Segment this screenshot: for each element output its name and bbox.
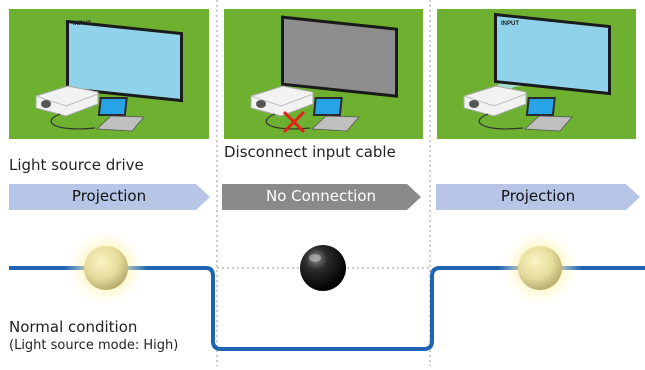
screen-input-text: INPUT	[501, 21, 519, 27]
arrow-band-3	[436, 184, 640, 210]
projector-lens	[256, 100, 266, 108]
light-source-drive-label: Light source drive	[9, 156, 144, 174]
disconnect-label: Disconnect input cable	[224, 143, 396, 161]
screen-input-text: INPUT	[73, 21, 91, 27]
arrow-band-1	[9, 184, 210, 210]
screen-lit	[497, 16, 608, 92]
normal-condition-label: Normal condition	[9, 318, 138, 336]
light-on-indicator-2	[498, 226, 582, 310]
arrow-text-1: Projection	[71, 187, 147, 205]
projector	[463, 85, 527, 117]
arrow-text-2: No Connection	[265, 187, 377, 205]
cable	[50, 113, 96, 130]
projector	[250, 85, 314, 117]
projector-lens	[469, 100, 479, 108]
laptop-base	[524, 115, 573, 132]
scene-2	[224, 9, 423, 139]
laptop-base	[96, 115, 145, 132]
projector-lens	[41, 100, 51, 108]
screen-lit	[69, 23, 180, 99]
cable	[478, 113, 524, 130]
arrow-text-3: Projection	[500, 187, 576, 205]
light-on-indicator-1	[64, 226, 148, 310]
projector	[35, 85, 99, 117]
laptop-base	[311, 115, 360, 132]
scene-1: INPUT	[9, 9, 209, 139]
screen-dark	[284, 18, 395, 95]
disconnect-cross-icon	[282, 110, 306, 134]
light-off-indicator	[300, 245, 346, 291]
arrow-band-2	[222, 184, 421, 210]
scene-3: INPUT	[437, 9, 636, 139]
light-source-mode-label: (Light source mode: High)	[9, 338, 179, 353]
light-source-level-line	[9, 266, 645, 351]
